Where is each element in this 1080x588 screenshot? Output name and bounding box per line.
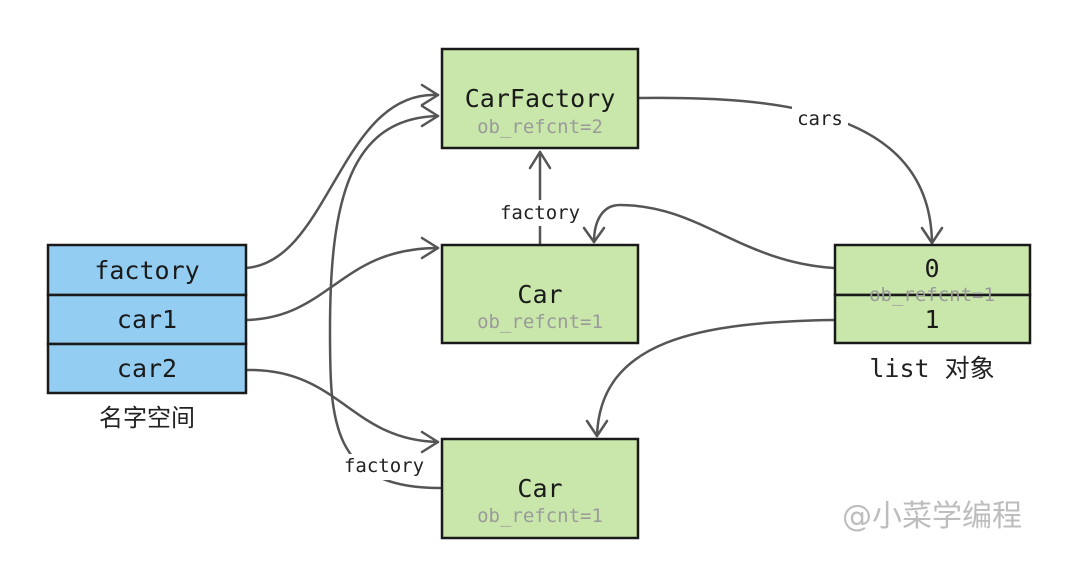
namespace-row-car1 [46,293,248,346]
namespace-caption: 名字空间 [99,404,195,432]
arrowhead-factory-to-carfactory [420,83,440,107]
list-caption: list 对象 [869,354,994,383]
namespace-row-car1-label: car1 [117,305,177,334]
edge-factory-to-carfactory [244,93,440,270]
edge-label-cars: cars [797,108,843,130]
edge-car2-to-car-b [244,368,440,444]
list-item-1-box [833,293,1032,345]
car-object-a: Car ob_refcnt=1 [440,243,640,345]
car-b-refcnt: ob_refcnt=1 [477,505,603,527]
arrowhead-car-b-factory-to-carfactory [420,104,440,128]
edge-car1-to-car-a [244,246,440,322]
list-item-0-label: 0 [924,254,939,283]
namespace: factory car1 car2 名字空间 [46,243,248,432]
car-a-refcnt: ob_refcnt=1 [477,311,603,333]
arrowhead-car1-to-car-a [420,236,440,260]
namespace-row-car2-label: car2 [117,354,177,383]
edge-cars-to-list [636,96,934,245]
carfactory-object: CarFactory ob_refcnt=2 [440,47,640,150]
car-a-name: Car [517,280,562,309]
list-item-1-label: 1 [924,305,939,334]
car-b-box [440,437,640,540]
watermark: @小菜学编程 [842,499,1022,534]
namespace-row-factory-label: factory [94,256,199,285]
namespace-row-car2 [46,342,248,395]
edge-labels: cars factory factory [336,106,848,480]
arrowhead-list1-to-car-b [585,419,609,438]
carfactory-name: CarFactory [465,84,616,113]
arrowhead-car-a-factory-to-carfactory [528,150,552,170]
car-b-name: Car [517,474,562,503]
list-refcnt: ob_refcnt=1 [869,284,995,306]
list-object: 0 1 ob_refcnt=1 list 对象 [833,243,1032,383]
car-object-b: Car ob_refcnt=1 [440,437,640,540]
edge-list1-to-car-b [595,318,836,438]
arrowhead-cars-to-list [920,226,944,245]
edge-label-factory-car-b: factory [344,455,424,477]
carfactory-refcnt: ob_refcnt=2 [477,116,603,138]
edge-label-factory-car-a: factory [500,202,580,224]
car-a-box [440,243,640,345]
namespace-row-factory [46,243,248,297]
arrowhead-list0-to-car-a [582,226,606,244]
edge-list0-to-car-a [592,203,836,270]
carfactory-box [440,47,640,150]
arrowhead-car2-to-car-b [420,430,440,454]
